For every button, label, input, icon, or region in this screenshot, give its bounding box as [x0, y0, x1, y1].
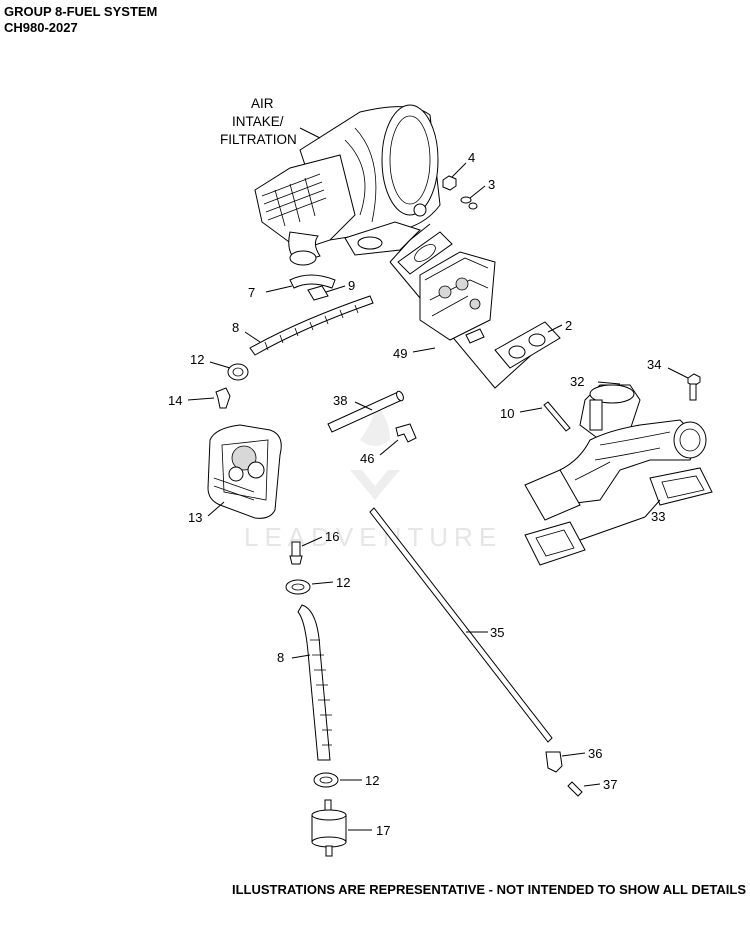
callout-17: 17: [376, 823, 390, 838]
part-3-washer: 3: [460, 177, 495, 210]
callout-10: 10: [500, 406, 514, 421]
callout-32: 32: [570, 374, 584, 389]
part-36-valve: 36: [545, 746, 602, 773]
intake-grid: [261, 173, 327, 227]
part-12-clamp-upper: 12: [190, 352, 249, 381]
callout-4: 4: [468, 150, 475, 165]
part-49-throttle-body-kit: 2 49: [389, 223, 572, 389]
part-13-fuel-pump-module: 13: [188, 424, 282, 525]
diagram-title: GROUP 8-FUEL SYSTEM: [4, 4, 158, 19]
part-46-elbow: 46: [360, 423, 417, 466]
callout-33: 33: [651, 509, 665, 524]
air-intake-assembly: AIR INTAKE/ FILTRATION: [220, 96, 441, 266]
part-8-fuel-hose-upper: 8: [232, 295, 374, 356]
part-10-stud: 10: [500, 401, 571, 432]
callout-16: 16: [325, 529, 339, 544]
model-number: CH980-2027: [4, 20, 78, 35]
callout-3: 3: [488, 177, 495, 192]
disclaimer-footer: ILLUSTRATIONS ARE REPRESENTATIVE - NOT I…: [232, 882, 746, 897]
callout-36: 36: [588, 746, 602, 761]
callout-9: 9: [348, 278, 355, 293]
part-12-clamp-lower: 12: [313, 772, 379, 788]
air-intake-label-line1: AIR: [251, 96, 274, 111]
part-8-fuel-hose-lower: 8: [277, 604, 332, 761]
callout-14: 14: [168, 393, 182, 408]
callout-7: 7: [248, 285, 255, 300]
callout-46: 46: [360, 451, 374, 466]
part-17-fuel-filter: 17: [311, 799, 390, 857]
part-38-tube: 38: [327, 390, 404, 433]
part-12-clamp-middle: 12: [285, 575, 350, 595]
part-7-hose: 7: [248, 274, 336, 300]
callout-49: 49: [393, 346, 407, 361]
part-33-manifold-gasket: 33: [524, 467, 713, 566]
callout-13: 13: [188, 510, 202, 525]
callout-8-lower: 8: [277, 650, 284, 665]
part-14-fitting: 14: [168, 387, 231, 409]
part-16-fitting: 16: [289, 529, 339, 565]
callout-2: 2: [565, 318, 572, 333]
part-9-clamp: 9: [307, 278, 355, 301]
watermark: LEADVENTURE: [244, 402, 502, 552]
part-34-bolt: 34: [647, 357, 701, 401]
callout-38: 38: [333, 393, 347, 408]
air-intake-label-line2: INTAKE/: [232, 114, 284, 129]
callout-12-upper: 12: [190, 352, 204, 367]
callout-8-upper: 8: [232, 320, 239, 335]
part-4-nut: 4: [442, 150, 475, 191]
part-32-intake-manifold: 32: [524, 374, 707, 521]
callout-12-middle: 12: [336, 575, 350, 590]
callout-12-lower: 12: [365, 773, 379, 788]
watermark-text: LEADVENTURE: [244, 522, 502, 552]
callout-34: 34: [647, 357, 661, 372]
part-35-vent-hose: 35: [369, 507, 553, 743]
part-37-pin: 37: [567, 777, 617, 797]
callout-35: 35: [490, 625, 504, 640]
callout-37: 37: [603, 777, 617, 792]
air-intake-label-line3: FILTRATION: [220, 132, 297, 147]
